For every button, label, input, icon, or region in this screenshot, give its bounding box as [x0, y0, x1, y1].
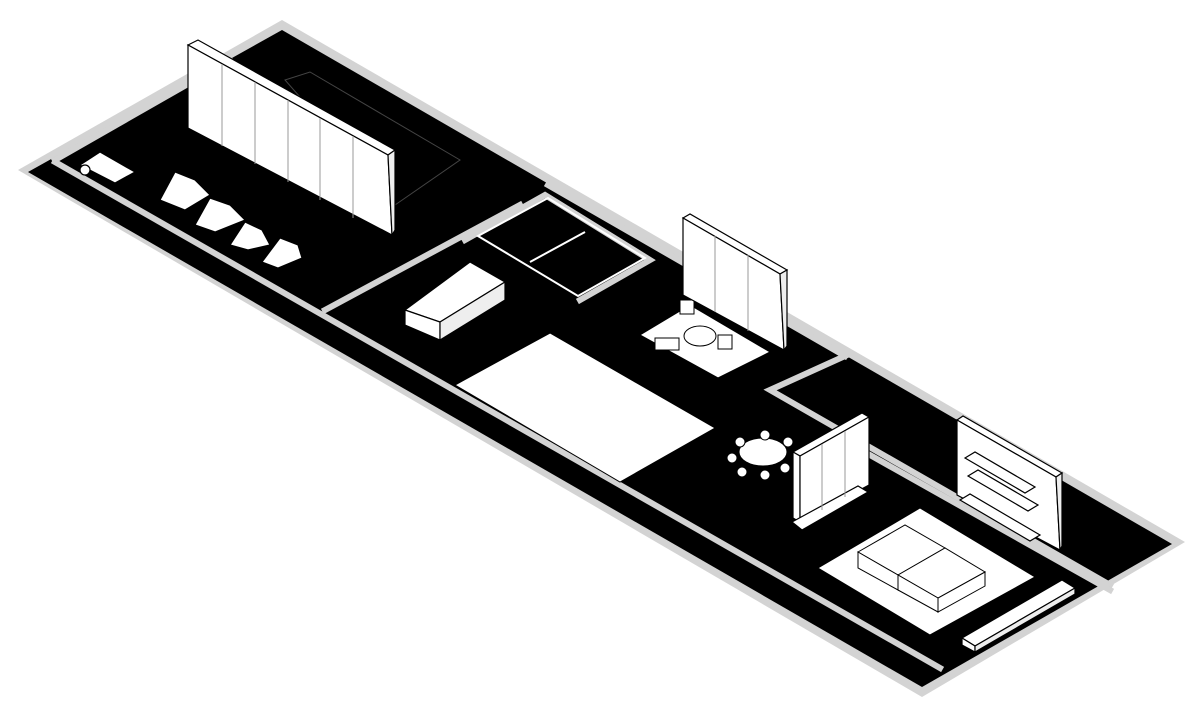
gym-machine [159, 171, 303, 269]
pantry-divider [529, 231, 586, 263]
mid-wall-side [779, 268, 788, 352]
dining-chair [726, 452, 738, 464]
dining-chair [759, 469, 771, 481]
storage-wall-mid [681, 213, 789, 352]
sofa-back [937, 571, 986, 613]
rowing-machine [159, 171, 211, 211]
lounge-table [683, 325, 717, 347]
mid-wall-doors [714, 236, 749, 331]
storage-wall-side [387, 148, 396, 238]
partition-face [799, 415, 870, 524]
living-area [817, 507, 1037, 636]
shelving-unit [955, 415, 1064, 553]
dining-chair [736, 466, 748, 478]
dining-chair [734, 436, 746, 448]
gym-area [78, 151, 303, 269]
sideboard [960, 579, 1077, 654]
partition-wall [790, 412, 871, 531]
island-side [439, 280, 506, 342]
partition-front [792, 450, 801, 524]
lounge-area [638, 299, 772, 379]
courtyard [453, 332, 717, 483]
shelf [963, 451, 1037, 494]
wall-bedroom-inner [865, 450, 1115, 595]
partition-seams [821, 431, 846, 510]
pantry-outline [475, 196, 647, 298]
elliptical [261, 237, 303, 269]
shelves [958, 451, 1042, 542]
shelf [958, 493, 1042, 542]
storage-wall-doors [221, 64, 354, 218]
sofa [856, 524, 987, 613]
dining-chair [782, 436, 794, 448]
dining-tabletop [738, 437, 788, 467]
kitchen-island [403, 261, 507, 342]
dining-table [726, 429, 794, 481]
dining-chair [779, 462, 791, 474]
wall-gym-south [50, 157, 945, 673]
lounge-chair [717, 334, 733, 350]
pantry-room [475, 196, 647, 298]
shelf [966, 469, 1040, 512]
storage-wall-large [186, 39, 397, 238]
wall-gym-divider [320, 200, 525, 315]
stationary-bike [229, 221, 271, 251]
partition-base [790, 485, 870, 531]
sideboard-side [974, 586, 1076, 654]
dining-chair [759, 429, 771, 441]
lounge-chair [679, 299, 695, 315]
gym-bench [78, 151, 137, 184]
treadmill [194, 197, 247, 233]
shelving-side [1055, 471, 1063, 553]
lounge-chair [654, 337, 680, 351]
gym-ball [79, 164, 91, 176]
